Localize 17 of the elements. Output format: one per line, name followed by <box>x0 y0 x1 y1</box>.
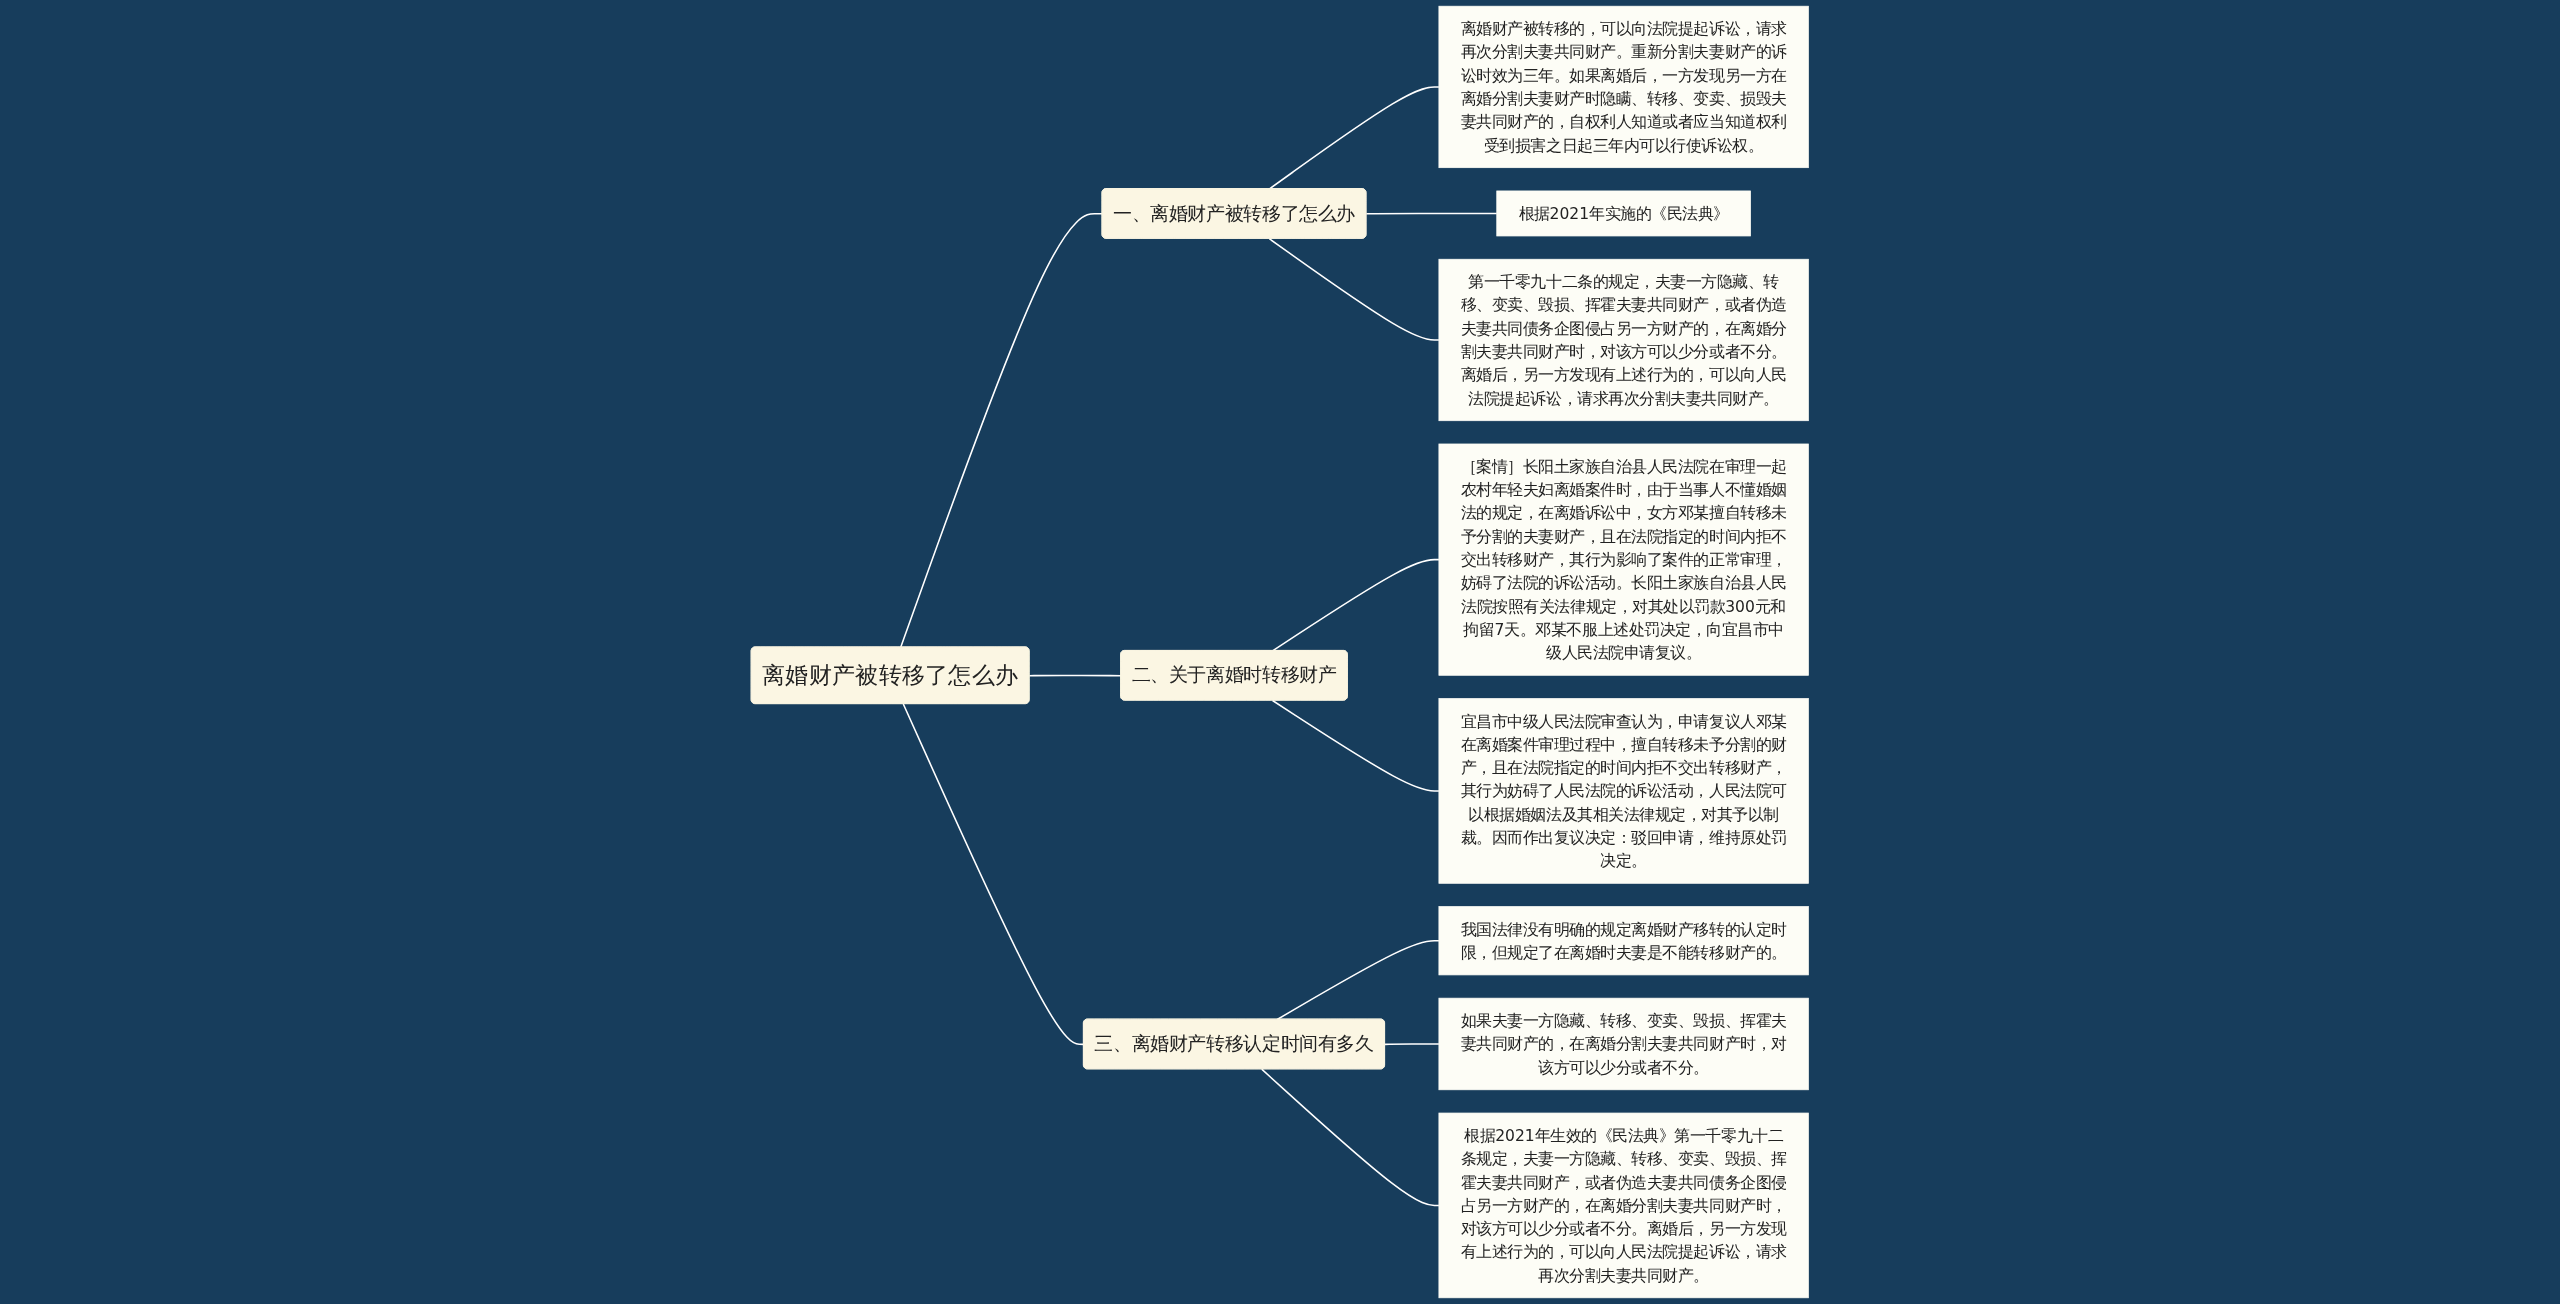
connector <box>1268 237 1440 341</box>
node-box: 我国法律没有明确的规定离婚财产移转的认定时限，但规定了在离婚时夫妻是不能转移财产的。 <box>1438 906 1809 976</box>
node-box: 第一千零九十二条的规定，夫妻一方隐藏、转移、变卖、毁损、挥霍夫妻共同财产，或者伪造夫妻共同债务企图侵占另一方财产的，在离婚分割夫妻共同财产时，对该方可以少分或者不分。离婚后，另一方发现有上述行为的，可以向人民法院提起诉讼，请求再次分割夫妻共同财产。 <box>1438 258 1809 422</box>
node-box: 离婚财产被转移的，可以向法院提起诉讼，请求再次分割夫妻共同财产。重新分割夫妻财产的诉讼时效为三年。如果离婚后，一方发现另一方在离婚分割夫妻财产时隐瞒、转移、变卖、损毁夫妻共同财产的，自权利人知道或者应当知道权利受到损害之日起三年内可以行使诉讼权。 <box>1438 5 1809 169</box>
connector <box>1365 212 1498 215</box>
node-box: 根据2021年实施的《民法典》 <box>1496 190 1752 237</box>
node-box: 如果夫妻一方隐藏、转移、变卖、毁损、挥霍夫妻共同财产的，在离婚分割夫妻共同财产时，对该方可以少分或者不分。 <box>1438 997 1809 1091</box>
connector <box>1384 1043 1440 1046</box>
node-box: 宜昌市中级人民法院审查认为，申请复议人邓某在离婚案件审理过程中，擅自转移未予分割的财产，且在法院指定的时间内拒不交出转移财产，其行为妨碍了人民法院的诉讼活动，人民法院可以根据婚姻法及其相关法律规定，对其予以制裁。因而作出复议决定：驳回申请，维持原处罚决定。 <box>1438 698 1809 884</box>
connector <box>1276 939 1440 1021</box>
connector <box>1272 558 1440 652</box>
node-box: ［案情］长阳土家族自治县人民法院在审理一起农村年轻夫妇离婚案件时，由于当事人不懂婚姻法的规定，在离婚诉讼中，女方邓某擅自转移未予分割的夫妻财产，且在法院指定的时间内拒不交出转移财产，其行为影响了案件的正常审理，妨碍了法院的诉讼活动。长阳土家族自治县人民法院按照有关法律规定，对其处以罚款300元和拘留7天。邓某不服上述处罚决定，向宜昌市中级人民法院申请复议。 <box>1438 443 1809 676</box>
node-box: 根据2021年生效的《民法典》第一千零九十二条规定，夫妻一方隐藏、转移、变卖、毁损、挥霍夫妻共同财产，或者伪造夫妻共同债务企图侵占另一方财产的，在离婚分割夫妻共同财产时，对该方可以少分或者不分。离婚后，另一方发现有上述行为的，可以向人民法院提起诉讼，请求再次分割夫妻共同财产。 <box>1438 1112 1809 1299</box>
connector <box>1272 699 1440 792</box>
connector <box>1268 86 1440 190</box>
connector <box>902 703 1085 1046</box>
connector <box>1261 1068 1440 1207</box>
